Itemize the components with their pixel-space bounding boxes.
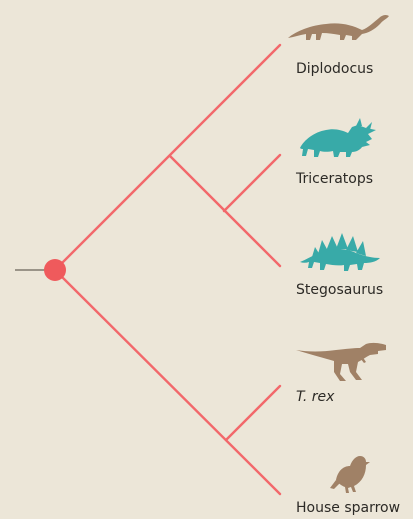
taxon-label-stegosaurus: Stegosaurus [296, 282, 383, 298]
branch-to-diplodocus [55, 45, 280, 270]
root-node [44, 259, 66, 281]
t-rex-silhouette-icon [296, 343, 386, 381]
triceratops-silhouette-icon [300, 118, 376, 157]
branch-to-t-rex [226, 386, 280, 440]
stegosaurus-silhouette-icon [300, 233, 380, 271]
taxon-label-t-rex: T. rex [296, 389, 334, 405]
taxon-label-triceratops: Triceratops [296, 171, 373, 187]
taxon-label-house-sparrow: House sparrow [296, 500, 400, 516]
branches [55, 45, 280, 494]
taxon-label-diplodocus: Diplodocus [296, 61, 373, 77]
branch-theropoda [55, 270, 280, 494]
diplodocus-silhouette-icon [288, 15, 389, 40]
branch-to-triceratops [224, 155, 280, 211]
house-sparrow-silhouette-icon [330, 456, 370, 493]
